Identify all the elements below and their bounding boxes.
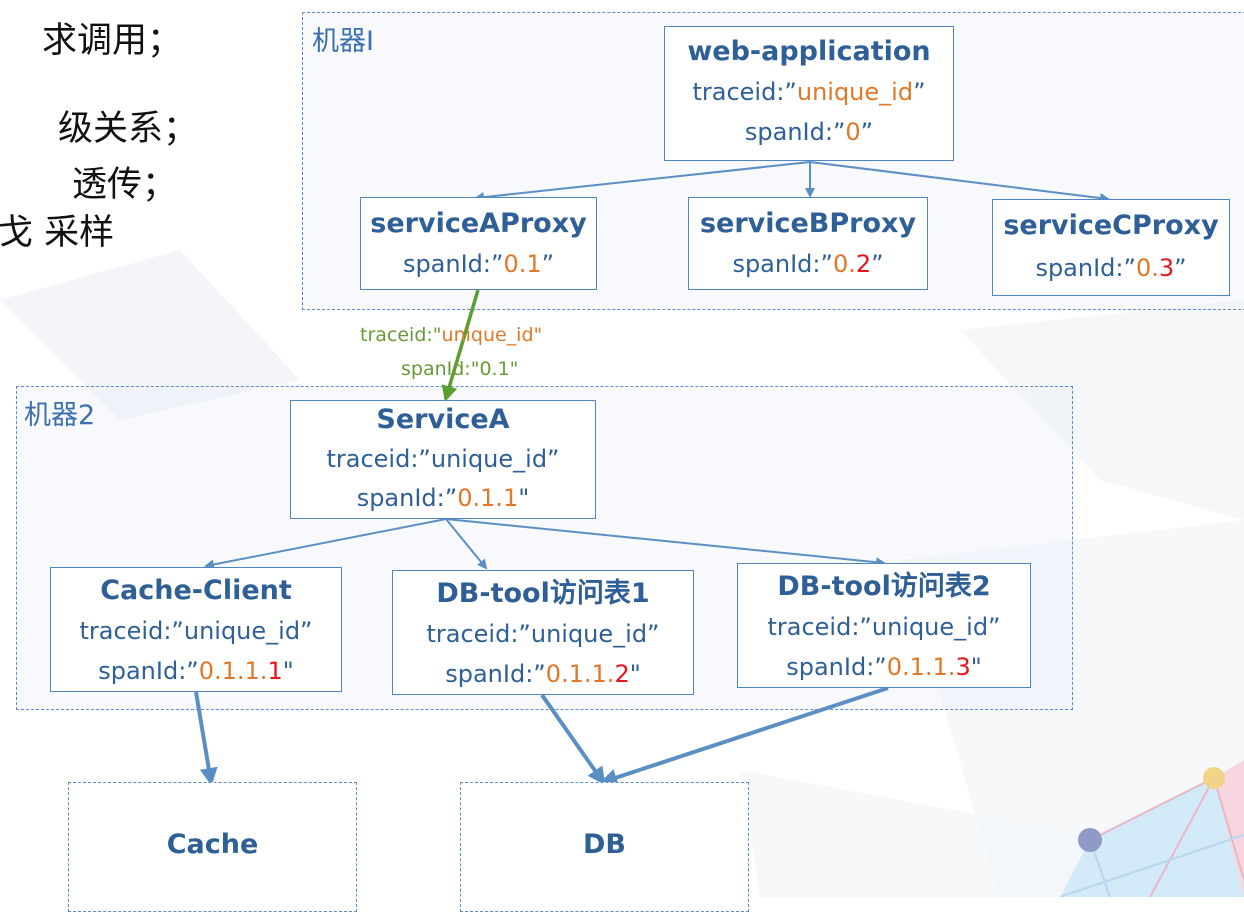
service-a-traceid: traceid:”unique_id” bbox=[326, 445, 560, 473]
service-c-proxy-spanid: spanId:”0.3” bbox=[1035, 254, 1187, 282]
service-a-proxy-title: serviceAProxy bbox=[370, 208, 587, 239]
left-text-line-1: 求调用； bbox=[42, 21, 183, 61]
left-text-line-2: 级关系； bbox=[58, 109, 199, 149]
service-a-spanid: spanId:”0.1.1" bbox=[356, 484, 530, 512]
service-b-proxy-title: serviceBProxy bbox=[699, 208, 917, 239]
propagation-spanid-prefix: spanId:" bbox=[401, 358, 480, 380]
service-a-title: ServiceA bbox=[376, 404, 510, 435]
cache-store: Cache bbox=[68, 782, 357, 912]
service-a-node: ServiceA traceid:”unique_id” spanId:”0.1… bbox=[290, 400, 596, 519]
arrow-service-a-to-cache-client bbox=[204, 518, 447, 570]
service-c-proxy-node: serviceCProxy spanId:”0.3” bbox=[992, 199, 1230, 296]
propagation-traceid-value: unique_id" bbox=[441, 324, 543, 346]
left-text-line-3: 透传； bbox=[72, 165, 178, 205]
arrow-a-proxy-to-service-a bbox=[441, 289, 480, 402]
db-store-title: DB bbox=[583, 829, 626, 860]
arrow-web-to-c-proxy bbox=[809, 161, 1110, 203]
db-tool-2-spanid: spanId:”0.1.1.3" bbox=[786, 653, 982, 681]
arrow-service-a-to-db-tool-1 bbox=[445, 518, 488, 570]
web-application-node: web-application traceid:”unique_id” span… bbox=[664, 26, 954, 161]
machine-2-label: 机器2 bbox=[24, 400, 96, 431]
propagation-spanid-value: 0.1" bbox=[479, 358, 519, 380]
arrow-cache-client-to-cache bbox=[194, 691, 218, 786]
propagation-traceid-prefix: traceid:" bbox=[360, 324, 442, 346]
machine-1-label: 机器I bbox=[312, 26, 374, 57]
arrow-web-to-a-proxy bbox=[474, 161, 811, 203]
arrow-db-tool-2-to-db bbox=[599, 686, 889, 787]
db-store: DB bbox=[460, 782, 749, 912]
service-c-proxy-title: serviceCProxy bbox=[1003, 210, 1219, 241]
db-tool-1-traceid: traceid:”unique_id” bbox=[426, 620, 660, 648]
cache-client-title: Cache-Client bbox=[100, 575, 292, 606]
web-application-traceid: traceid:”unique_id” bbox=[692, 78, 926, 106]
service-b-proxy-spanid: spanId:”0.2” bbox=[732, 250, 884, 278]
cache-client-spanid: spanId:”0.1.1.1" bbox=[98, 657, 294, 685]
db-tool-1-title: DB-tool访问表1 bbox=[436, 578, 650, 609]
db-tool-2-title: DB-tool访问表2 bbox=[777, 571, 991, 602]
web-application-spanid: spanId:”0” bbox=[744, 118, 874, 146]
db-tool-2-traceid: traceid:”unique_id” bbox=[767, 613, 1001, 641]
db-tool-1-spanid: spanId:”0.1.1.2" bbox=[445, 660, 641, 688]
arrow-db-tool-1-to-db bbox=[540, 693, 606, 786]
cache-client-traceid: traceid:”unique_id” bbox=[79, 617, 313, 645]
propagation-spanid: spanId:"0.1" bbox=[401, 360, 518, 379]
left-text-line-4: 戈 采样 bbox=[0, 213, 115, 253]
cache-client-node: Cache-Client traceid:”unique_id” spanId:… bbox=[50, 567, 342, 692]
web-application-title: web-application bbox=[687, 36, 931, 67]
cache-store-title: Cache bbox=[166, 829, 259, 860]
propagation-traceid: traceid:"unique_id" bbox=[360, 326, 542, 345]
db-tool-2-node: DB-tool访问表2 traceid:”unique_id” spanId:”… bbox=[737, 563, 1031, 688]
service-a-proxy-spanid: spanId:”0.1” bbox=[402, 250, 555, 278]
db-tool-1-node: DB-tool访问表1 traceid:”unique_id” spanId:”… bbox=[392, 570, 694, 695]
service-b-proxy-node: serviceBProxy spanId:”0.2” bbox=[688, 197, 928, 290]
service-a-proxy-node: serviceAProxy spanId:”0.1” bbox=[360, 197, 597, 290]
arrow-service-a-to-db-tool-2 bbox=[445, 518, 886, 568]
